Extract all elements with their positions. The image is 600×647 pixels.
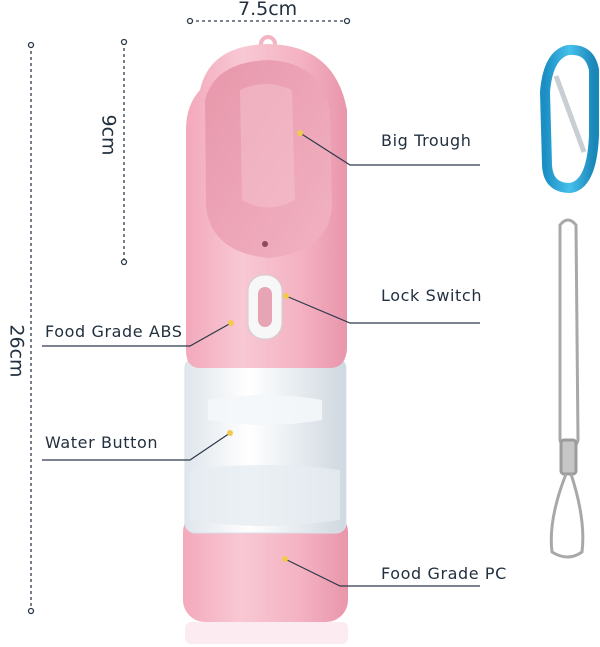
lanyard-icon: [549, 218, 585, 559]
carabiner-icon: [540, 44, 599, 193]
callout-food-grade-pc: Food Grade PC: [381, 564, 507, 583]
width-dimension: [186, 17, 351, 25]
callout-lock-switch: Lock Switch: [381, 286, 483, 305]
trough-depth-dimension: [120, 38, 128, 266]
height-dimension: [27, 41, 35, 615]
callout-dots: [227, 130, 303, 562]
callout-big-trough: Big Trough: [381, 131, 472, 150]
callout-food-grade-abs: Food Grade ABS: [45, 322, 183, 341]
callout-lines: [42, 132, 480, 587]
water-bottle: [183, 35, 348, 644]
height-label: 26cm: [5, 324, 28, 378]
trough-depth-label: 9cm: [97, 114, 120, 156]
callout-water-button: Water Button: [45, 433, 159, 452]
width-label: 7.5cm: [238, 0, 298, 20]
